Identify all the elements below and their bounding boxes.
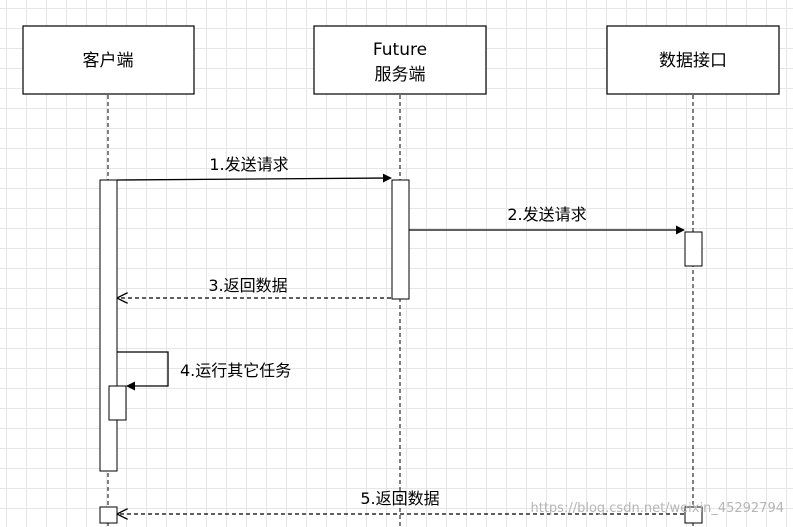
participant-future-label-line1: Future [373, 40, 427, 60]
activation-client-self [108, 385, 127, 421]
activation-future [391, 179, 410, 300]
message-3-label: 3.返回数据 [208, 276, 287, 295]
activation-data-end [684, 506, 703, 524]
participant-data: 数据接口 [606, 25, 780, 95]
participant-data-label: 数据接口 [659, 51, 727, 71]
message-2-label: 2.发送请求 [507, 205, 586, 224]
message-4-label: 4.运行其它任务 [180, 361, 291, 380]
participant-future: Future 服务端 [313, 25, 487, 95]
message-1-label: 1.发送请求 [209, 155, 288, 174]
message-4-arrow [117, 351, 169, 391]
message-5-label: 5.返回数据 [360, 489, 439, 508]
activation-client-end [99, 506, 118, 524]
activation-client [99, 179, 118, 472]
activation-data [684, 231, 703, 267]
watermark: https://blog.csdn.net/weixin_45292794 [530, 501, 784, 516]
participant-client-label: 客户端 [83, 51, 134, 71]
participant-client: 客户端 [22, 25, 195, 95]
participant-future-label-line2: 服务端 [375, 65, 426, 85]
message-1-arrow [116, 173, 392, 183]
